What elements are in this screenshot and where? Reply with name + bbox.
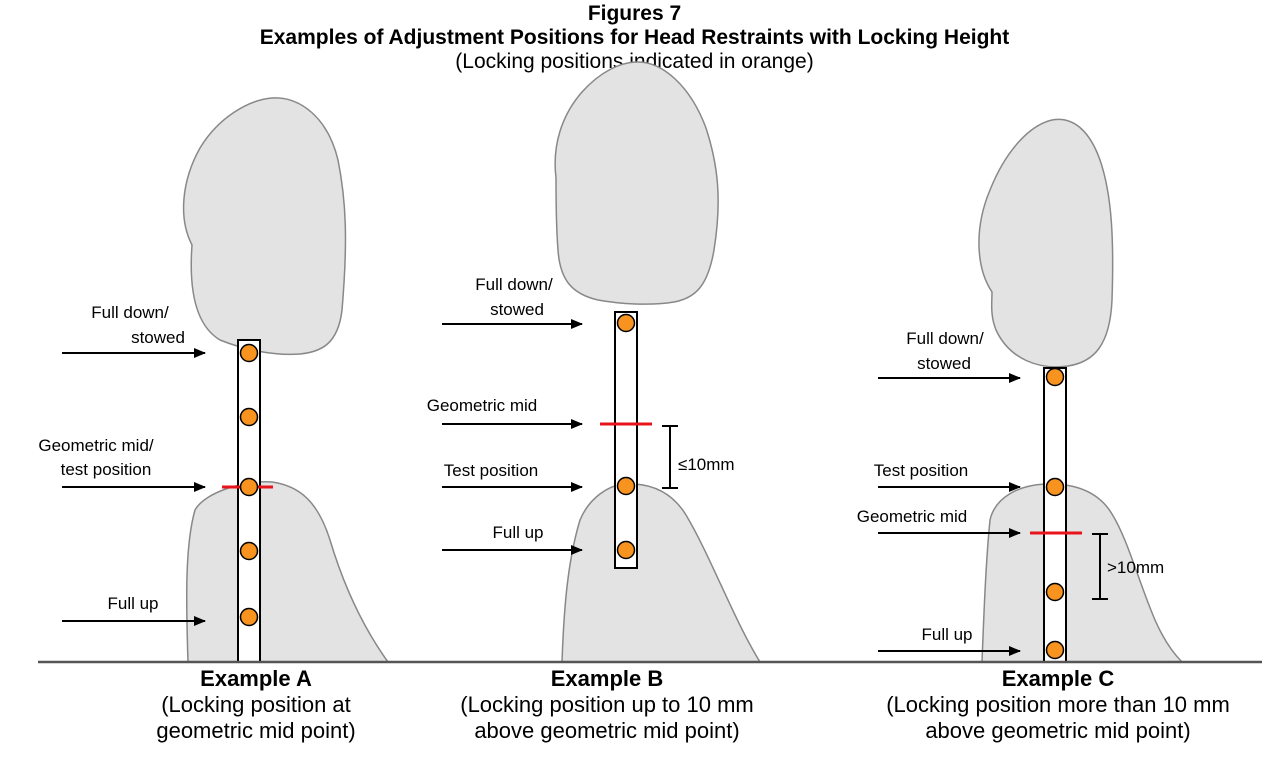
example-c-test-position-label: Test position	[874, 461, 969, 480]
example-b-title: Example B	[550, 666, 664, 691]
example-b-geometric-mid-label: Geometric mid	[427, 396, 538, 415]
example-c-description: above geometric mid point)	[925, 718, 1191, 743]
example-c-post	[1043, 367, 1067, 663]
example-c-diagram: >10mm Full down/ stowed Test position Ge…	[857, 118, 1184, 663]
example-c-locking-position	[1045, 477, 1065, 497]
example-b-full-down-label: Full down/	[475, 275, 553, 294]
example-b-description: above geometric mid point)	[474, 718, 740, 743]
example-c-locking-position	[1045, 640, 1065, 660]
example-c-title: Example C	[1001, 666, 1115, 691]
example-a-locking-position	[239, 407, 259, 427]
example-b-seat-shape	[561, 483, 762, 663]
example-b-description: (Locking position up to 10 mm	[460, 692, 754, 717]
example-a-headrest-shape	[182, 97, 347, 356]
example-c-headrest-shape	[978, 118, 1114, 368]
example-c-description: (Locking position more than 10 mm	[886, 692, 1230, 717]
example-b-post	[614, 311, 638, 569]
example-a-locking-position	[239, 477, 259, 497]
example-a-locking-position	[239, 343, 259, 363]
figure-number: Figures 7	[587, 2, 682, 25]
example-a-description: geometric mid point)	[156, 718, 356, 743]
example-c-locking-position	[1045, 582, 1065, 602]
example-c-full-down-label: stowed	[917, 354, 971, 373]
example-c-caption: Example C (Locking position more than 10…	[848, 666, 1268, 744]
example-a-geometric-mid-label: Geometric mid/	[38, 436, 154, 455]
example-b-full-down-label: stowed	[490, 300, 544, 319]
example-b-dimension-label: ≤10mm	[678, 455, 735, 474]
figure-title: Examples of Adjustment Positions for Hea…	[259, 26, 1010, 49]
example-a-locking-position	[239, 541, 259, 561]
example-a-description: (Locking position at	[161, 692, 351, 717]
example-b-diagram: ≤10mm Full down/ stowed Geometric mid Te…	[427, 61, 762, 663]
example-c-dimension-label: >10mm	[1107, 558, 1164, 577]
example-a-caption: Example A (Locking position at geometric…	[96, 666, 416, 744]
example-c-full-up-label: Full up	[921, 625, 972, 644]
example-a-full-down-label: stowed	[131, 328, 185, 347]
example-a-locking-position	[239, 607, 259, 627]
example-b-test-position-label: Test position	[444, 461, 539, 480]
example-b-locking-position	[616, 313, 636, 333]
example-a-title: Example A	[200, 666, 312, 691]
example-c-geometric-mid-label: Geometric mid	[857, 507, 968, 526]
example-c-locking-position	[1045, 367, 1065, 387]
example-b-full-up-label: Full up	[492, 523, 543, 542]
example-c-seat-shape	[981, 483, 1184, 663]
example-a-geometric-mid-label: test position	[61, 460, 152, 479]
example-b-caption: Example B (Locking position up to 10 mm …	[427, 666, 787, 744]
example-b-locking-position	[616, 540, 636, 560]
example-b-headrest-shape	[554, 61, 719, 305]
example-a-full-down-label: Full down/	[91, 303, 169, 322]
example-c-full-down-label: Full down/	[906, 329, 984, 348]
example-b-locking-position	[616, 476, 636, 496]
example-a-full-up-label: Full up	[107, 594, 158, 613]
example-a-diagram: Full down/ stowed Geometric mid/ test po…	[38, 97, 390, 663]
example-a-seat-shape	[185, 481, 390, 663]
